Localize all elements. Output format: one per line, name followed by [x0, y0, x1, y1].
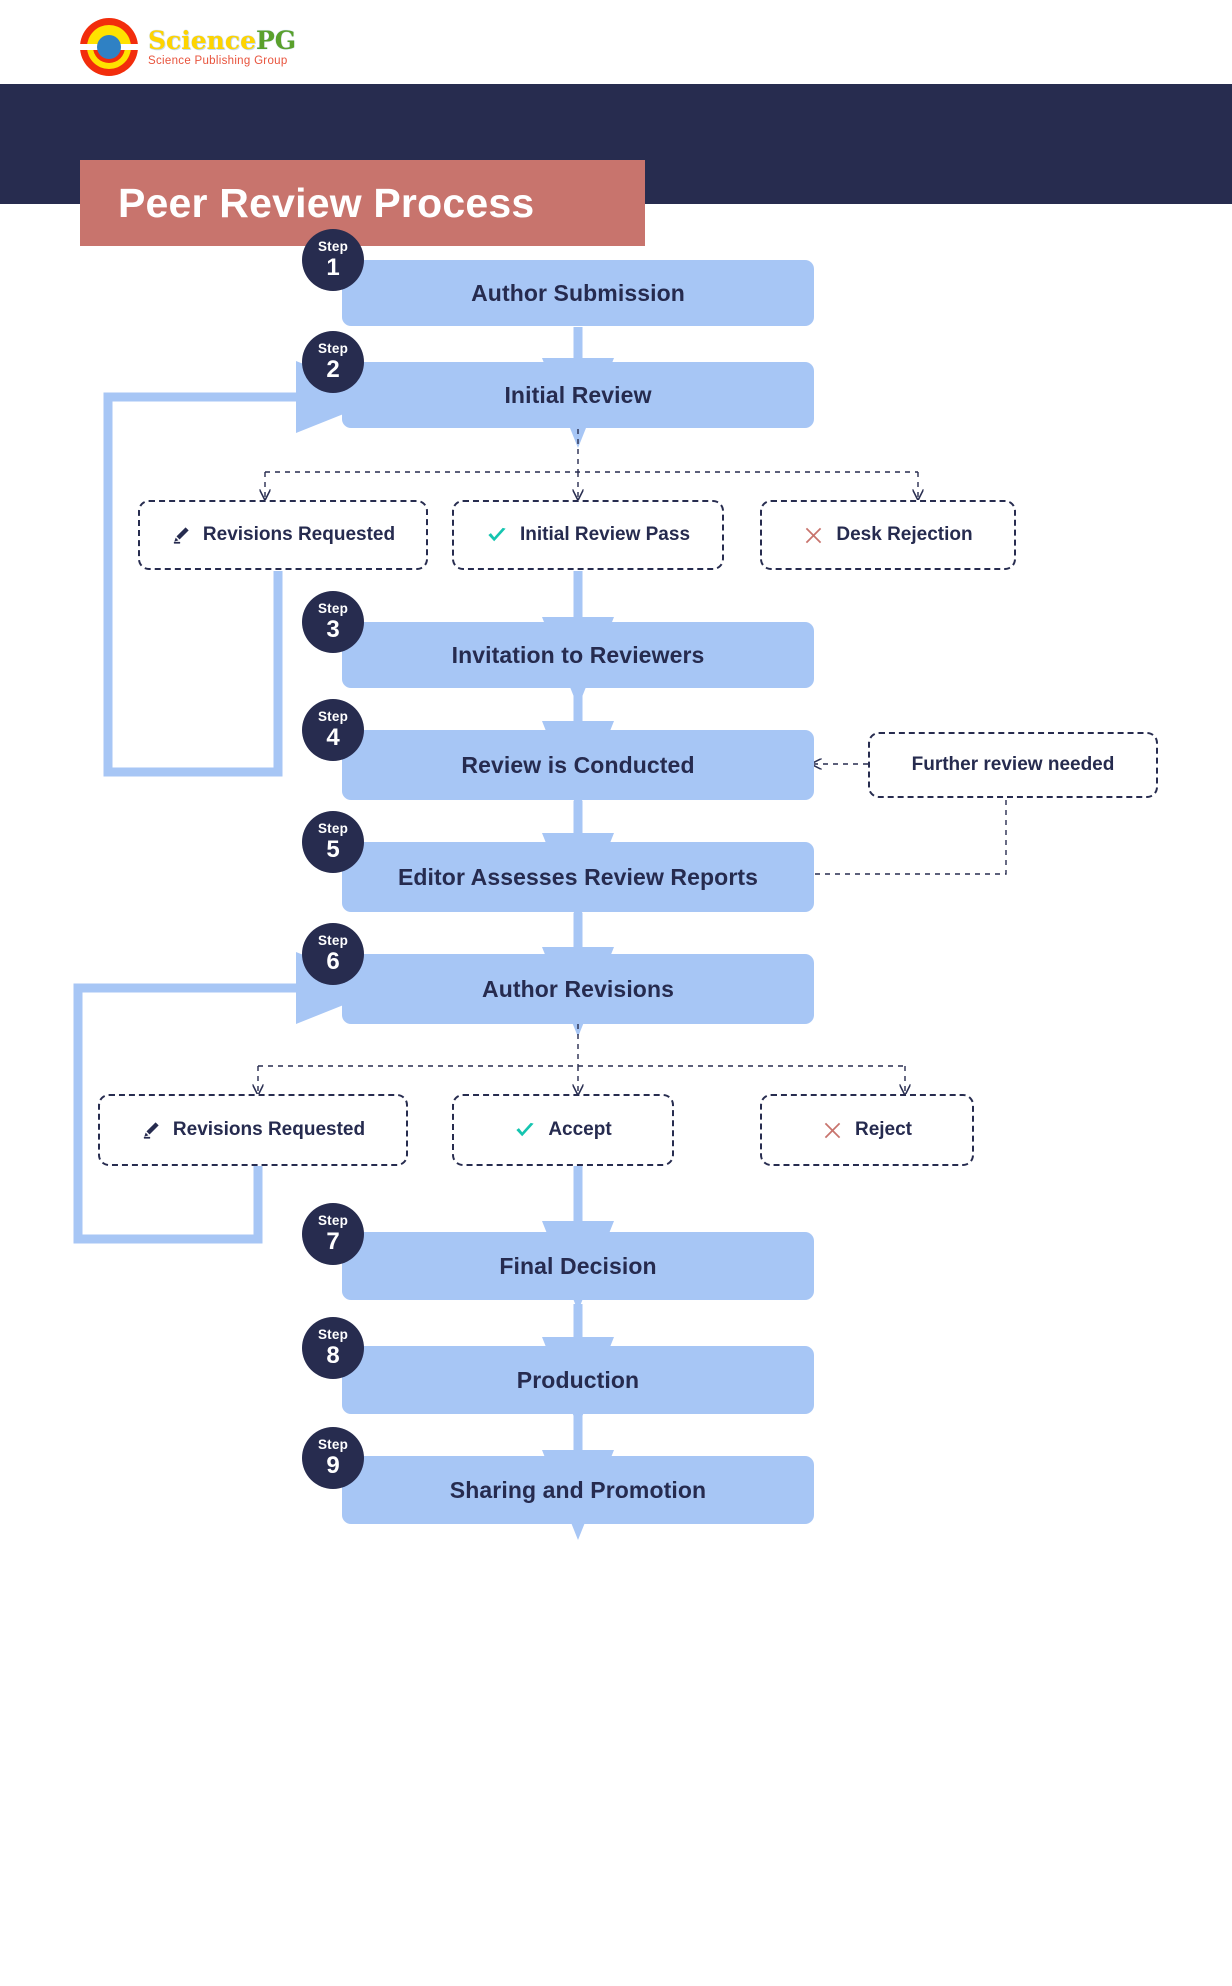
- step-badge-word: Step: [317, 821, 349, 837]
- cross-icon: [822, 1120, 843, 1141]
- step-box-review-is-conducted[interactable]: Review is Conducted: [342, 730, 814, 800]
- decision-accept[interactable]: Accept: [452, 1094, 674, 1166]
- step-badge-1: Step 1: [302, 229, 364, 291]
- step-label: Initial Review: [504, 381, 652, 408]
- decision-desk-rejection[interactable]: Desk Rejection: [760, 500, 1016, 570]
- brand-name-part2: PG: [255, 25, 297, 55]
- step-badge-3: Step 3: [302, 591, 364, 653]
- step-box-invitation-to-reviewers[interactable]: Invitation to Reviewers: [342, 622, 814, 688]
- brand-name-part1: Science: [148, 25, 256, 55]
- step-label: Final Decision: [499, 1252, 657, 1279]
- step-badge-word: Step: [317, 1437, 349, 1453]
- step-badge-number: 4: [326, 723, 340, 751]
- decision-revisions-requested-2[interactable]: Revisions Requested: [98, 1094, 408, 1166]
- step-label: Sharing and Promotion: [449, 1476, 707, 1503]
- step-badge-9: Step 9: [302, 1427, 364, 1489]
- step-badge-word: Step: [317, 239, 349, 255]
- step-badge-number: 8: [326, 1341, 340, 1369]
- page-title: Peer Review Process: [118, 179, 535, 226]
- step-label: Invitation to Reviewers: [451, 641, 705, 668]
- pencil-icon: [141, 1120, 161, 1140]
- step-box-editor-assesses-review-reports[interactable]: Editor Assesses Review Reports: [342, 842, 814, 912]
- step-badge-word: Step: [317, 601, 349, 617]
- step-badge-word: Step: [317, 933, 349, 949]
- sciencepg-circle-logo: [80, 18, 138, 76]
- flow-canvas: Author Submission Step 1 Initial Review …: [0, 204, 1232, 1986]
- decision-revisions-requested-1[interactable]: Revisions Requested: [138, 500, 428, 570]
- step-label: Review is Conducted: [461, 751, 695, 778]
- step-label: Author Submission: [471, 279, 685, 306]
- page-title-chip: Peer Review Process: [80, 160, 645, 246]
- step-box-initial-review[interactable]: Initial Review: [342, 362, 814, 428]
- step-badge-number: 2: [326, 355, 340, 383]
- step-box-final-decision[interactable]: Final Decision: [342, 1232, 814, 1300]
- step-badge-number: 9: [326, 1451, 340, 1479]
- step-badge-word: Step: [317, 341, 349, 357]
- step-badge-word: Step: [317, 1327, 349, 1343]
- brand-tagline: Science Publishing Group: [148, 54, 288, 67]
- step-box-author-revisions[interactable]: Author Revisions: [342, 954, 814, 1024]
- check-icon: [514, 1119, 536, 1141]
- step-label: Production: [516, 1366, 640, 1393]
- brand-logo[interactable]: SciencePG Science Publishing Group: [80, 18, 296, 76]
- note-label: Further review needed: [911, 754, 1115, 775]
- decision-label: Accept: [548, 1119, 612, 1140]
- step-badge-word: Step: [317, 1213, 349, 1229]
- decision-label: Initial Review Pass: [519, 524, 691, 545]
- step-badge-6: Step 6: [302, 923, 364, 985]
- step-badge-number: 7: [326, 1227, 340, 1255]
- step-badge-5: Step 5: [302, 811, 364, 873]
- step-label: Author Revisions: [481, 975, 674, 1002]
- step-badge-8: Step 8: [302, 1317, 364, 1379]
- step-badge-number: 5: [326, 835, 340, 863]
- step-box-production[interactable]: Production: [342, 1346, 814, 1414]
- step-box-sharing-and-promotion[interactable]: Sharing and Promotion: [342, 1456, 814, 1524]
- step-badge-4: Step 4: [302, 699, 364, 761]
- cross-icon: [803, 525, 824, 546]
- step-badge-number: 3: [326, 615, 340, 643]
- step-badge-2: Step 2: [302, 331, 364, 393]
- step-box-author-submission[interactable]: Author Submission: [342, 260, 814, 326]
- step-badge-7: Step 7: [302, 1203, 364, 1265]
- step-label: Editor Assesses Review Reports: [397, 863, 759, 890]
- check-icon: [486, 524, 508, 546]
- step-badge-number: 6: [326, 947, 340, 975]
- decision-label: Reject: [854, 1119, 913, 1140]
- decision-reject[interactable]: Reject: [760, 1094, 974, 1166]
- decision-label: Revisions Requested: [202, 524, 396, 545]
- decision-initial-review-pass[interactable]: Initial Review Pass: [452, 500, 724, 570]
- pencil-icon: [171, 525, 191, 545]
- decision-label: Revisions Requested: [172, 1119, 366, 1140]
- brand-wordmark: SciencePG Science Publishing Group: [148, 28, 296, 67]
- decision-label: Desk Rejection: [836, 524, 973, 545]
- step-badge-number: 1: [326, 253, 340, 281]
- note-further-review-needed[interactable]: Further review needed: [868, 732, 1158, 798]
- step-badge-word: Step: [317, 709, 349, 725]
